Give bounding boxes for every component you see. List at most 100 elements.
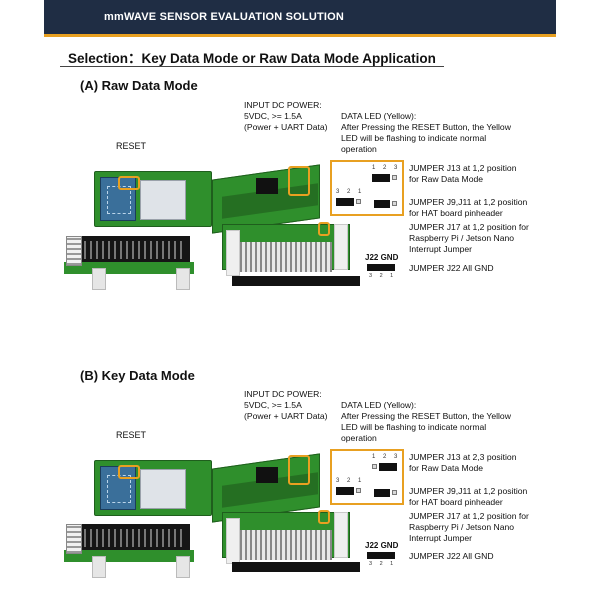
standoff [226, 518, 240, 564]
board-foot [232, 562, 360, 572]
led-note-line: operation [341, 433, 377, 443]
selection-divider [60, 66, 444, 67]
label-line: JUMPER J9,J11 at 1,2 position [409, 486, 528, 496]
label-line: Raspberry Pi / Jetson Nano [409, 233, 515, 243]
jumper-j17-label: JUMPER J17 at 1,2 position for Raspberry… [409, 222, 529, 255]
section-title: (A) Raw Data Mode [80, 78, 198, 93]
banner-title: mmWAVE SENSOR EVALUATION SOLUTION [104, 11, 345, 23]
standoff [92, 268, 106, 290]
j22-pin-marks: 3 2 1 [369, 273, 397, 279]
jumper-icon [336, 198, 354, 206]
reset-button-icon[interactable] [118, 465, 140, 479]
label-line: for HAT board pinheader [409, 497, 503, 507]
label-line: JUMPER J13 at 1,2 position [409, 163, 517, 173]
power-note-line: INPUT DC POWER: [244, 100, 322, 110]
gpio-pins [240, 530, 332, 560]
jumper-pin [392, 175, 397, 180]
j17-highlight [318, 510, 330, 524]
rf-shield [140, 180, 186, 220]
jumper-pin [392, 490, 397, 495]
led-note-line: After Pressing the RESET Button, the Yel… [341, 411, 511, 421]
power-note-line: 5VDC, >= 1.5A [244, 400, 302, 410]
standoff [176, 556, 190, 578]
label-line: for Raw Data Mode [409, 463, 484, 473]
reset-button-icon[interactable] [118, 176, 140, 190]
jumper-pin [356, 488, 361, 493]
jumper-icon [379, 463, 397, 471]
jumper-j22-label: JUMPER J22 All GND [409, 551, 494, 561]
label-line: Interrupt Jumper [409, 244, 473, 254]
power-note-line: INPUT DC POWER: [244, 389, 322, 399]
label-line: JUMPER J13 at 2,3 position [409, 452, 517, 462]
pin-marks: 1 2 3 [372, 165, 401, 171]
pin-header [74, 524, 190, 552]
led-note-line: operation [341, 144, 377, 154]
side-pin-header [66, 236, 82, 266]
j22-pin-marks: 3 2 1 [369, 561, 397, 567]
usb-power-icon [256, 467, 278, 483]
data-led-note: DATA LED (Yellow): After Pressing the RE… [341, 400, 511, 444]
label-line: JUMPER J9,J11 at 1,2 position [409, 197, 528, 207]
jumper-icon [367, 552, 395, 559]
led-note-line: After Pressing the RESET Button, the Yel… [341, 122, 511, 132]
hat-board-edge [64, 550, 194, 562]
pin-marks: 3 2 1 [336, 478, 365, 484]
jumper-diagram-box: 1 2 3 3 2 1 [330, 160, 404, 216]
jumper-icon [374, 200, 390, 208]
power-note-line: (Power + UART Data) [244, 411, 328, 421]
j22-title: J22 GND [365, 253, 399, 262]
led-note-line: DATA LED (Yellow): [341, 400, 417, 410]
pin-header [74, 236, 190, 264]
standoff [176, 268, 190, 290]
usb-connector-highlight [288, 455, 310, 485]
data-led-note: DATA LED (Yellow): After Pressing the RE… [341, 111, 511, 155]
label-line: JUMPER J17 at 1,2 position for [409, 222, 529, 232]
j22-title: J22 GND [365, 541, 399, 550]
label-line: Interrupt Jumper [409, 533, 473, 543]
jumper-j9-j11-label: JUMPER J9,J11 at 1,2 position for HAT bo… [409, 486, 527, 508]
standoff [334, 512, 348, 558]
usb-power-icon [256, 178, 278, 194]
power-note: INPUT DC POWER: 5VDC, >= 1.5A (Power + U… [244, 100, 328, 133]
jumper-diagram-box: 1 2 3 3 2 1 [330, 449, 404, 505]
jumper-pin [372, 464, 377, 469]
label-line: for Raw Data Mode [409, 174, 484, 184]
label-line: JUMPER J17 at 1,2 position for [409, 511, 529, 521]
jumper-j13-label: JUMPER J13 at 1,2 position for Raw Data … [409, 163, 516, 185]
reset-label: RESET [116, 141, 147, 151]
jumper-j22-label: JUMPER J22 All GND [409, 263, 494, 273]
reset-label: RESET [116, 430, 147, 440]
standoff [226, 230, 240, 276]
jumper-j9-j11-label: JUMPER J9,J11 at 1,2 position for HAT bo… [409, 197, 527, 219]
label-line: for HAT board pinheader [409, 208, 503, 218]
power-note-line: 5VDC, >= 1.5A [244, 111, 302, 121]
j17-highlight [318, 222, 330, 236]
usb-connector-highlight [288, 166, 310, 196]
side-pin-header [66, 524, 82, 554]
standoff [334, 224, 348, 270]
led-note-line: LED will be flashing to indicate normal [341, 133, 487, 143]
jumper-j17-label: JUMPER J17 at 1,2 position for Raspberry… [409, 511, 529, 544]
standoff [92, 556, 106, 578]
jumper-icon [374, 489, 390, 497]
gpio-pins [240, 242, 332, 272]
board-foot [232, 276, 360, 286]
label-line: Raspberry Pi / Jetson Nano [409, 522, 515, 532]
hat-board-edge [64, 262, 194, 274]
power-note: INPUT DC POWER: 5VDC, >= 1.5A (Power + U… [244, 389, 328, 422]
pin-marks: 3 2 1 [336, 189, 365, 195]
section-title: (B) Key Data Mode [80, 368, 195, 383]
jumper-icon [367, 264, 395, 271]
jumper-icon [372, 174, 390, 182]
jumper-pin [392, 201, 397, 206]
power-note-line: (Power + UART Data) [244, 122, 328, 132]
jumper-icon [336, 487, 354, 495]
top-banner [44, 0, 556, 34]
rf-shield [140, 469, 186, 509]
banner-accent-stripe [44, 34, 556, 37]
pin-marks: 1 2 3 [372, 454, 401, 460]
led-note-line: LED will be flashing to indicate normal [341, 422, 487, 432]
led-note-line: DATA LED (Yellow): [341, 111, 417, 121]
jumper-j13-label: JUMPER J13 at 2,3 position for Raw Data … [409, 452, 516, 474]
jumper-pin [356, 199, 361, 204]
